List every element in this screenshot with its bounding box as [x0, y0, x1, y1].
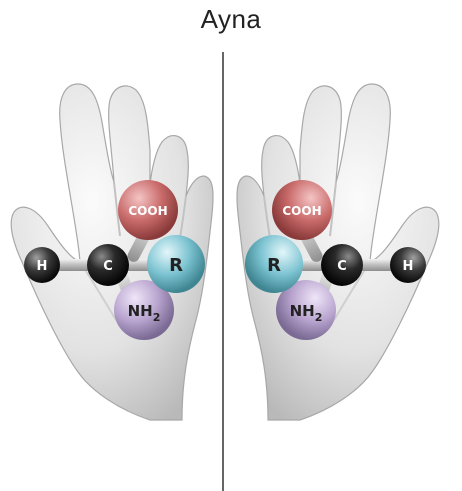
right-r-label: R: [267, 255, 281, 276]
right-carbon-label: C: [337, 259, 347, 274]
left-cooh-label: COOH: [128, 204, 167, 218]
left-hand-group: H C COOH NH2 R: [11, 84, 213, 420]
left-hydrogen-label: H: [37, 259, 48, 274]
right-hand-group: H C COOH NH2 R: [237, 84, 439, 420]
left-carbon-label: C: [103, 259, 113, 274]
left-r-label: R: [169, 255, 183, 276]
right-hydrogen-label: H: [403, 259, 414, 274]
right-cooh-label: COOH: [282, 204, 321, 218]
